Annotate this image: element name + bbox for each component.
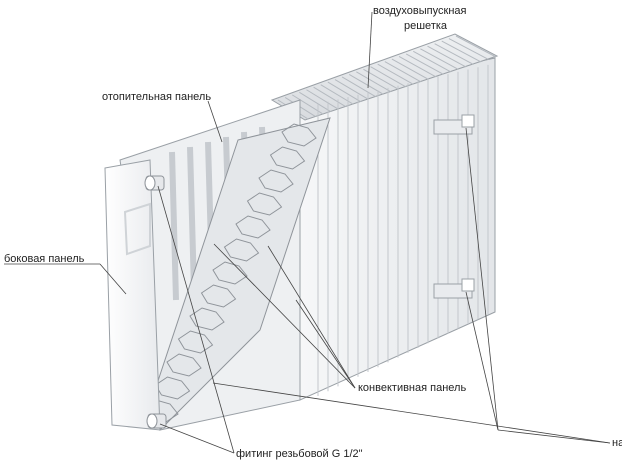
label-vent-grille-line1: воздуховыпускная: [373, 5, 466, 18]
label-cut-edge: на: [612, 437, 622, 450]
label-vent-grille-line2: решетка: [404, 20, 447, 33]
side-panel-shape: [105, 160, 160, 430]
fitting-bottom: [147, 414, 166, 428]
leader-fit-2: [160, 424, 234, 453]
fitting-top: [145, 176, 164, 190]
heat-fin: [190, 147, 194, 290]
leader-bracket-3: [498, 430, 610, 443]
label-convector-panel: конвективная панель: [358, 382, 466, 395]
label-side-panel: боковая панель: [4, 253, 84, 266]
label-heating-panel: отопительная панель: [102, 91, 211, 104]
heat-fin: [172, 152, 176, 300]
label-fitting: фитинг резьбовой G 1/2": [236, 448, 363, 461]
